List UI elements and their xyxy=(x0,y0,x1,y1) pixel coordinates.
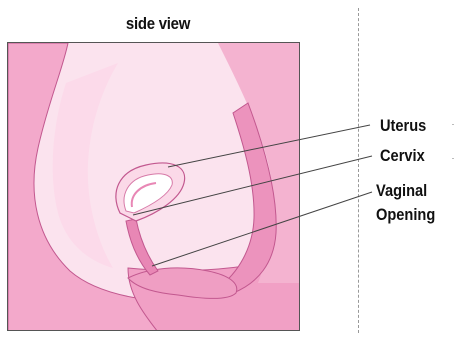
uterus-leader-line xyxy=(168,125,370,167)
label-uterus: Uterus xyxy=(380,115,426,136)
label-vaginal: Vaginal xyxy=(376,180,427,201)
label-opening: Opening xyxy=(376,204,435,225)
label-cervix: Cervix xyxy=(380,145,425,166)
vaginal-opening-leader-line xyxy=(152,192,372,266)
cervix-leader-line xyxy=(133,156,372,215)
